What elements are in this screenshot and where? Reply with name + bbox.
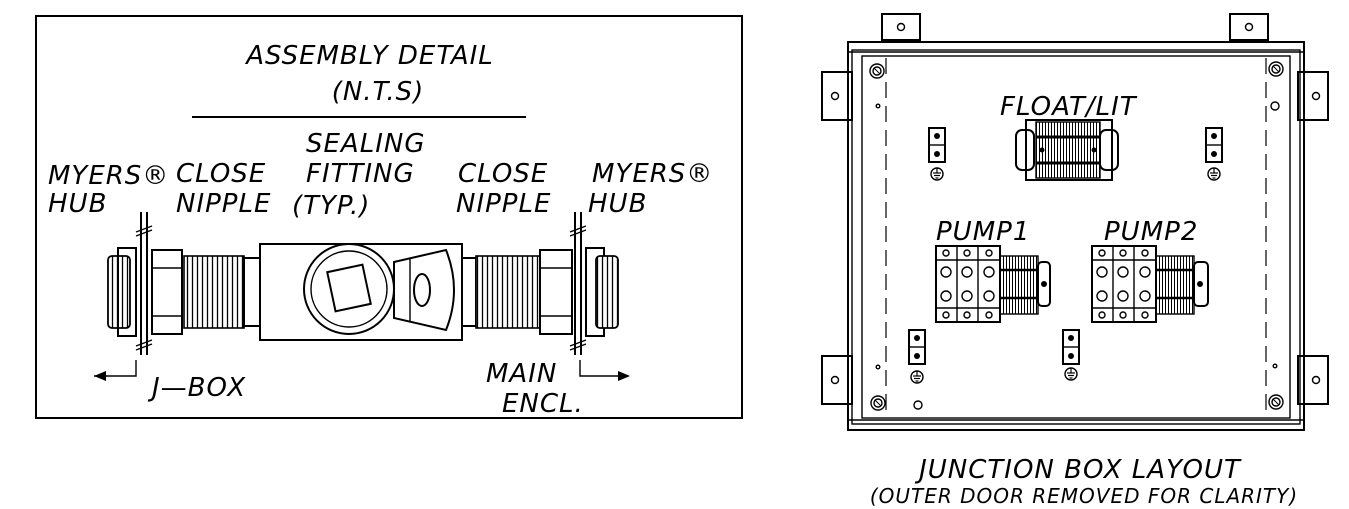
top-mounting-tabs bbox=[881, 13, 1269, 41]
corner-screw-br bbox=[1268, 394, 1284, 410]
panel-hole bbox=[1270, 101, 1280, 111]
pump1-terminal-block bbox=[935, 245, 1051, 323]
panel-hole bbox=[1272, 363, 1278, 369]
float-lit-terminal-block bbox=[1015, 119, 1119, 181]
sealing-fitting-label-line1: SEALING bbox=[306, 129, 425, 159]
corner-screw-bl bbox=[870, 395, 886, 411]
ground-lug-bottom-left bbox=[908, 329, 926, 384]
junction-box-subtitle: (OUTER DOOR REMOVED FOR CLARITY) bbox=[870, 484, 1298, 508]
pump2-label: PUMP2 bbox=[1104, 217, 1198, 247]
float-lit-label: FLOAT/LIT bbox=[1000, 92, 1138, 122]
left-close-nipple bbox=[183, 255, 245, 329]
panel-hole bbox=[913, 400, 923, 410]
sealing-fitting bbox=[243, 243, 477, 341]
back-panel bbox=[861, 55, 1291, 419]
right-close-nipple bbox=[475, 255, 541, 329]
main-encl-label-line2: ENCL. bbox=[502, 389, 584, 419]
left-hub-label-line1: MYERS® bbox=[48, 161, 169, 191]
j-box-label: J—BOX bbox=[147, 373, 246, 403]
pump2-terminal-block bbox=[1091, 245, 1209, 323]
assembly-detail-title: ASSEMBLY DETAIL bbox=[244, 41, 494, 71]
enclosure-flange bbox=[851, 49, 1301, 425]
right-hub-label-line2: HUB bbox=[588, 189, 647, 219]
left-nipple-label-line2: NIPPLE bbox=[176, 189, 271, 219]
main-encl-label-line1: MAIN bbox=[486, 359, 557, 389]
panel-hole bbox=[875, 364, 881, 370]
right-nipple-label-line2: NIPPLE bbox=[456, 189, 551, 219]
corner-screw-tl bbox=[869, 63, 885, 79]
ground-lug-top-left bbox=[928, 127, 946, 181]
left-hub-label-line2: HUB bbox=[48, 189, 107, 219]
right-myers-hub bbox=[539, 212, 619, 355]
right-nipple-label-line1: CLOSE bbox=[458, 159, 548, 189]
corner-screw-tr bbox=[1268, 61, 1284, 77]
sealing-fitting-label-line3: (TYP.) bbox=[292, 191, 370, 221]
right-hub-label-line1: MYERS® bbox=[592, 159, 713, 189]
assembly-detail-panel: ASSEMBLY DETAIL (N.T.S) MYERS® HUB CLOSE… bbox=[35, 15, 743, 419]
assembly-detail-subtitle: (N.T.S) bbox=[332, 77, 425, 107]
left-myers-hub bbox=[107, 212, 183, 355]
junction-box-title: JUNCTION BOX LAYOUT bbox=[914, 455, 1242, 485]
ground-lug-bottom-right bbox=[1062, 329, 1080, 381]
assembly-detail-border bbox=[35, 15, 743, 419]
enclosure-outer bbox=[847, 41, 1305, 431]
pump1-label: PUMP1 bbox=[936, 217, 1030, 247]
panel-hole bbox=[875, 103, 881, 109]
sealing-fitting-label-line2: FITTING bbox=[306, 159, 415, 189]
ground-lug-top-right bbox=[1205, 127, 1223, 181]
junction-box-panel: FLOAT/LIT PUMP1 bbox=[821, 13, 1329, 508]
main-encl-arrow bbox=[579, 360, 630, 381]
j-box-arrow bbox=[94, 360, 137, 381]
left-nipple-label-line1: CLOSE bbox=[176, 159, 266, 189]
